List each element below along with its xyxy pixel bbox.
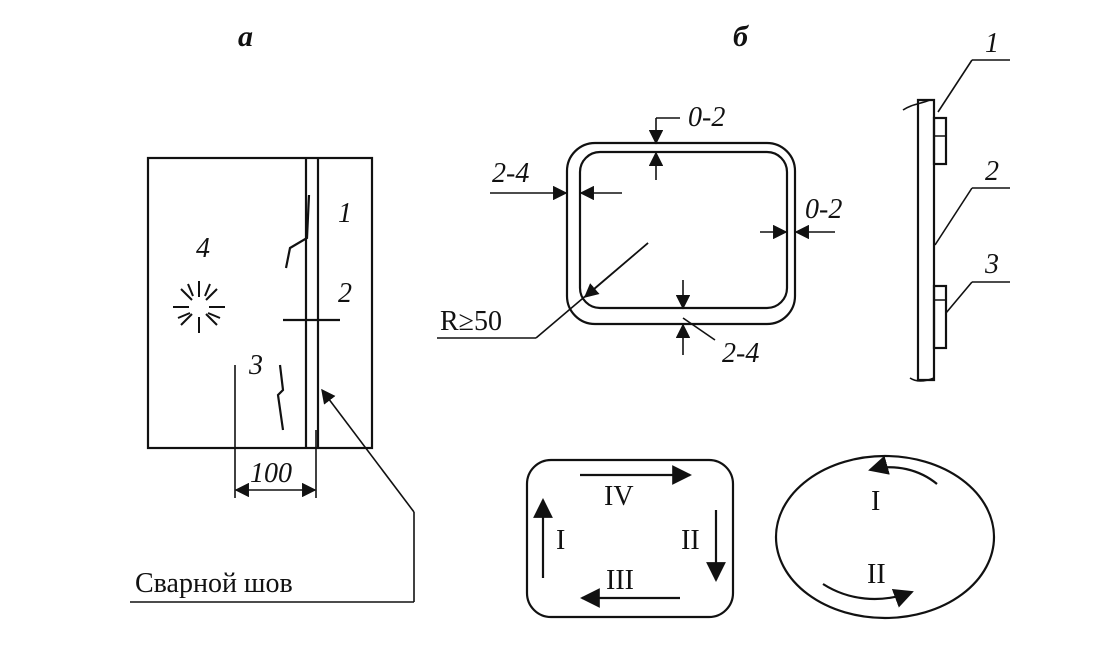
left-gap-dim: 2-4 <box>492 158 529 189</box>
seq-oval-I: I <box>871 486 880 517</box>
panel-a-label-3: 3 <box>248 350 263 381</box>
weld-seam-caption: Сварной шов <box>135 568 293 599</box>
starburst-defect-icon <box>173 281 225 333</box>
seq-rect-II: II <box>681 525 700 556</box>
section-label-1: 1 <box>985 28 999 59</box>
panel-b-patch <box>437 117 835 355</box>
right-gap-dim: 0-2 <box>805 194 842 225</box>
section-label-3: 3 <box>984 249 999 280</box>
panel-a-label-2: 2 <box>338 278 352 309</box>
radius-label: R≥50 <box>440 306 502 337</box>
panel-a-label-1: 1 <box>338 198 352 229</box>
seq-rect-III: III <box>606 565 634 596</box>
sequence-rectangle <box>525 458 735 619</box>
seq-rect-I: I <box>556 525 565 556</box>
section-label-2: 2 <box>985 156 999 187</box>
panel-a-label-4: 4 <box>196 233 210 264</box>
dimension-100: 100 <box>250 458 292 489</box>
bottom-gap-dim: 2-4 <box>722 338 759 369</box>
seq-oval-II: II <box>867 559 886 590</box>
cross-section <box>902 59 1010 382</box>
panel-b-title: б <box>733 20 749 53</box>
seq-rect-IV: IV <box>604 481 634 512</box>
top-gap-dim: 0-2 <box>688 102 725 133</box>
panel-a-title: а <box>238 20 253 53</box>
sequence-oval <box>774 454 996 620</box>
panel-a-plate <box>130 156 415 603</box>
